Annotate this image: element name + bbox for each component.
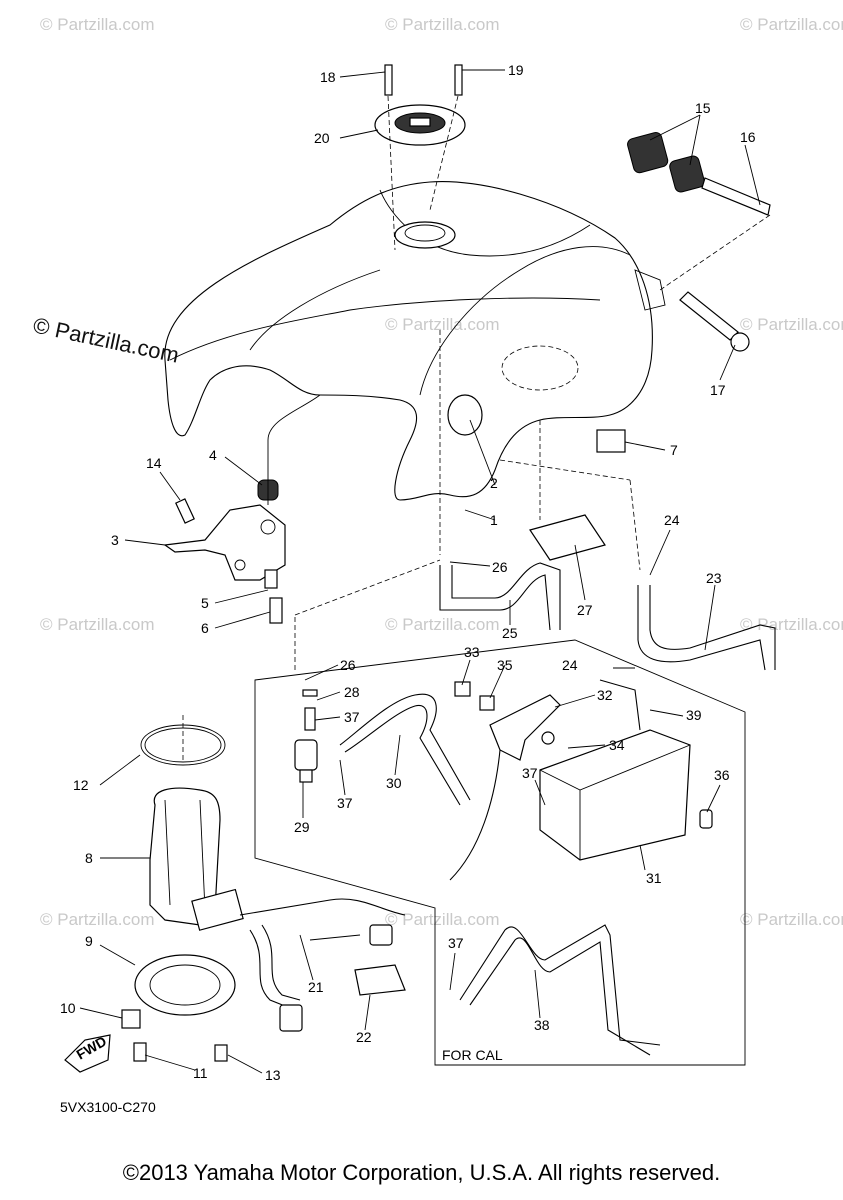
callout-36: 36 xyxy=(714,767,730,783)
tank-hoses xyxy=(294,330,776,671)
callout-27: 27 xyxy=(577,602,593,618)
watermark: © Partzilla.com xyxy=(385,315,500,334)
watermark: © Partzilla.com xyxy=(740,615,843,634)
fuel-pump-assembly: FWD xyxy=(64,715,406,1073)
callout-23: 23 xyxy=(706,570,722,586)
callout-37c: 37 xyxy=(522,765,538,781)
callout-34: 34 xyxy=(609,737,625,753)
fuel-tank xyxy=(164,180,666,501)
callout-33: 33 xyxy=(464,644,480,660)
callout-14: 14 xyxy=(146,455,162,471)
callout-7: 7 xyxy=(670,442,678,458)
tank-bracket xyxy=(163,394,321,624)
callout-8: 8 xyxy=(85,850,93,866)
callout-4: 4 xyxy=(209,447,217,463)
callout-37: 37 xyxy=(344,709,360,725)
watermark: © Partzilla.com xyxy=(40,615,155,634)
callout-5: 5 xyxy=(201,595,209,611)
cal-box: FOR CAL xyxy=(254,639,746,1066)
callout-20: 20 xyxy=(314,130,330,146)
callout-13: 13 xyxy=(265,1067,281,1083)
copyright-notice: ©2013 Yamaha Motor Corporation, U.S.A. A… xyxy=(122,1160,721,1185)
callout-6: 6 xyxy=(201,620,209,636)
diagram-code: 5VX3100-C270 xyxy=(60,1099,156,1115)
callout-38: 38 xyxy=(534,1017,550,1033)
callout-3: 3 xyxy=(111,532,119,548)
callout-1: 1 xyxy=(490,512,498,528)
mount-hardware xyxy=(627,132,771,352)
callout-16: 16 xyxy=(740,129,756,145)
callout-37b: 37 xyxy=(337,795,353,811)
callout-10: 10 xyxy=(60,1000,76,1016)
callout-12: 12 xyxy=(73,777,89,793)
callout-17: 17 xyxy=(710,382,726,398)
callout-labels: 1 2 3 4 5 6 7 8 9 10 11 12 13 14 15 16 1… xyxy=(60,62,756,1083)
callout-24: 24 xyxy=(664,512,680,528)
callout-29: 29 xyxy=(294,819,310,835)
watermark: © Partzilla.com xyxy=(40,910,155,929)
callout-31: 31 xyxy=(646,870,662,886)
watermark: © Partzilla.com xyxy=(385,15,500,34)
callout-39: 39 xyxy=(686,707,702,723)
watermark: © Partzilla.com xyxy=(740,15,843,34)
watermark-large: © Partzilla.com xyxy=(31,312,181,367)
watermark: © Partzilla.com xyxy=(385,910,500,929)
callout-25: 25 xyxy=(502,625,518,641)
callout-24b: 24 xyxy=(562,657,578,673)
fuel-cap-assembly xyxy=(374,64,466,251)
for-cal-label: FOR CAL xyxy=(442,1047,503,1063)
watermark: © Partzilla.com xyxy=(740,910,843,929)
callout-26: 26 xyxy=(492,559,508,575)
evap-system xyxy=(294,679,713,1056)
callout-11: 11 xyxy=(193,1065,208,1081)
callout-9: 9 xyxy=(85,933,93,949)
callout-22: 22 xyxy=(356,1029,372,1045)
callout-37d: 37 xyxy=(448,935,464,951)
callout-32: 32 xyxy=(597,687,613,703)
callout-21: 21 xyxy=(308,979,324,995)
watermark: © Partzilla.com xyxy=(740,315,843,334)
callout-2: 2 xyxy=(490,475,498,491)
callout-28: 28 xyxy=(344,684,360,700)
callout-35: 35 xyxy=(497,657,513,673)
watermark: © Partzilla.com xyxy=(385,615,500,634)
watermark-layer: © Partzilla.com © Partzilla.com © Partzi… xyxy=(31,15,843,929)
callout-26b: 26 xyxy=(340,657,356,673)
leader-lines xyxy=(79,69,761,1074)
callout-18: 18 xyxy=(320,69,336,85)
watermark: © Partzilla.com xyxy=(40,15,155,34)
callout-19: 19 xyxy=(508,62,524,78)
callout-15: 15 xyxy=(695,100,711,116)
callout-30: 30 xyxy=(386,775,402,791)
